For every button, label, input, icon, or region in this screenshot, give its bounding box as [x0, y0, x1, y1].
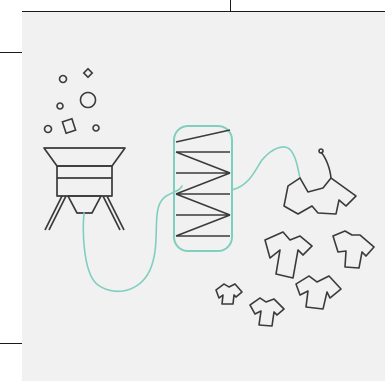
hopper-machine-icon: [44, 148, 125, 230]
thread-spool-icon: [174, 126, 232, 251]
particles-icon: [45, 69, 100, 133]
thread-line-icon: [83, 147, 300, 291]
clothes-pile-icon: [216, 231, 374, 326]
